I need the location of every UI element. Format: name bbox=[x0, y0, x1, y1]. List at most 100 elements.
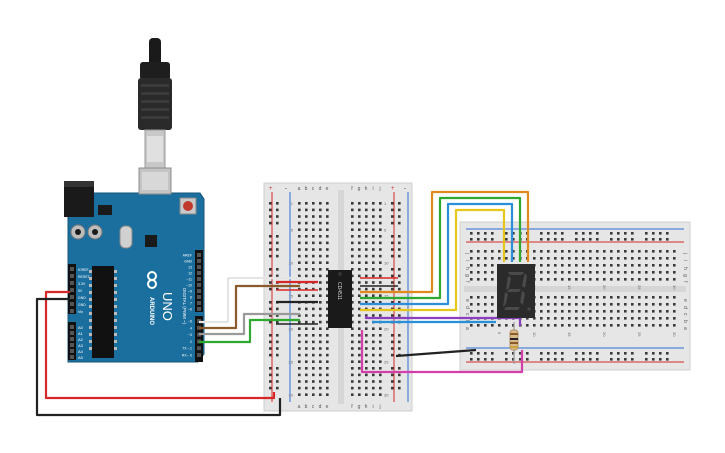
column-letter: h bbox=[682, 267, 688, 270]
column-letter: h bbox=[365, 186, 368, 192]
header-pin[interactable] bbox=[197, 353, 201, 357]
header-pin[interactable] bbox=[70, 355, 74, 359]
header-pin[interactable] bbox=[197, 271, 201, 275]
header-pin[interactable] bbox=[70, 343, 74, 347]
column-letter: c bbox=[464, 313, 470, 316]
digital-pin-label: 8 bbox=[190, 296, 192, 300]
row-number: 10 bbox=[532, 332, 537, 337]
power-pin-label: 3.3V bbox=[78, 282, 86, 286]
header-pin[interactable] bbox=[197, 307, 201, 311]
analog-pin-label: A4 bbox=[78, 349, 84, 354]
analog-pin-label: A1 bbox=[78, 331, 84, 336]
bb-main-minus-top-left: - bbox=[285, 186, 287, 192]
analog-pin-label: A5 bbox=[78, 355, 84, 360]
wire-gnd-black[interactable] bbox=[35, 297, 282, 417]
header-pin[interactable] bbox=[70, 325, 74, 329]
header-pin[interactable] bbox=[197, 295, 201, 299]
header-pin[interactable] bbox=[197, 265, 201, 269]
resistor[interactable] bbox=[509, 322, 519, 364]
arduino-model-text: UNO bbox=[160, 292, 175, 321]
header-pin[interactable] bbox=[197, 283, 201, 287]
column-letter: j bbox=[378, 186, 380, 192]
wire-ic-orange[interactable] bbox=[360, 190, 530, 294]
column-letter: f bbox=[351, 404, 353, 410]
row-number: 5 bbox=[384, 227, 387, 232]
cd4511-ic[interactable]: CD4511 bbox=[328, 270, 352, 328]
row-number: 25 bbox=[289, 359, 294, 364]
power-pin-label: Vin bbox=[78, 310, 83, 314]
header-pin[interactable] bbox=[70, 295, 74, 299]
column-letter: h bbox=[464, 267, 470, 270]
column-letter: b bbox=[305, 186, 308, 192]
header-pin[interactable] bbox=[70, 331, 74, 335]
digital-pin-label: GND bbox=[184, 260, 192, 264]
column-letter: c bbox=[312, 186, 315, 192]
bb-main-plus-top-right: + bbox=[391, 186, 395, 192]
digital-pin-label: 4 bbox=[190, 326, 192, 330]
column-letter: j bbox=[464, 252, 470, 254]
digital-header-label: DIGITAL (PWM ~) bbox=[182, 288, 187, 325]
atmega-pins-right bbox=[114, 270, 117, 350]
column-letter: i bbox=[682, 260, 688, 261]
analog-pin-label: A3 bbox=[78, 343, 84, 348]
digital-pin-label: RX←0 bbox=[182, 354, 192, 358]
analog-pin-label: A2 bbox=[78, 337, 84, 342]
wire-5v-red[interactable] bbox=[44, 290, 276, 400]
wire-digital-brown[interactable] bbox=[199, 284, 300, 330]
row-number: 20 bbox=[384, 326, 389, 331]
digital-pin-label: ~3 bbox=[188, 333, 192, 337]
wire-ic-yellow[interactable] bbox=[360, 208, 506, 312]
header-pin[interactable] bbox=[197, 301, 201, 305]
wires bbox=[35, 190, 530, 417]
header-pin[interactable] bbox=[197, 289, 201, 293]
wire-ic-blue[interactable] bbox=[360, 202, 514, 306]
bb-main-plus-top-left: + bbox=[269, 186, 273, 192]
header-pin[interactable] bbox=[197, 277, 201, 281]
digital-pin-label: 2 bbox=[190, 340, 192, 344]
header-pin[interactable] bbox=[70, 309, 74, 313]
wire-digital-gray[interactable] bbox=[199, 312, 300, 336]
row-number: 25 bbox=[384, 359, 389, 364]
ic-label: CD4511 bbox=[336, 282, 342, 300]
column-letter: i bbox=[372, 404, 373, 410]
arduino-logo-text: ARDUINO bbox=[148, 297, 154, 325]
wire-ic-magenta[interactable] bbox=[360, 330, 524, 374]
digital-pin-label: 7 bbox=[190, 302, 192, 306]
wire-ic-green[interactable] bbox=[360, 196, 522, 300]
wire-digital-green[interactable] bbox=[199, 318, 300, 344]
header-pin[interactable] bbox=[70, 281, 74, 285]
row-number: 20 bbox=[289, 326, 294, 331]
header-pin[interactable] bbox=[70, 302, 74, 306]
wire-gnd-bridge[interactable] bbox=[395, 348, 477, 358]
header-pin[interactable] bbox=[70, 349, 74, 353]
digital-pin-label: ~9 bbox=[188, 290, 192, 294]
seven-segment-display[interactable]: 8 bbox=[497, 264, 535, 318]
header-pin[interactable] bbox=[70, 274, 74, 278]
header-pin[interactable] bbox=[70, 267, 74, 271]
header-pin[interactable] bbox=[197, 259, 201, 263]
header-pin[interactable] bbox=[70, 337, 74, 341]
column-letter: d bbox=[319, 404, 322, 410]
digital-pin-label: 12 bbox=[188, 272, 192, 276]
row-number: 15 bbox=[567, 285, 572, 290]
header-pin[interactable] bbox=[70, 288, 74, 292]
header-pin[interactable] bbox=[197, 253, 201, 257]
power-pin-label: 5V bbox=[78, 289, 83, 293]
wire-ic-purple[interactable] bbox=[364, 316, 522, 326]
arduino-uno-board[interactable]: ARDUINO UNO DIGITAL (PWM ~) IOREFRESET3.… bbox=[64, 167, 205, 363]
usb-cable bbox=[138, 38, 172, 169]
column-letter: f bbox=[682, 281, 688, 283]
column-letter: g bbox=[464, 274, 470, 277]
row-number: 20 bbox=[602, 285, 607, 290]
row-number: 1 bbox=[384, 201, 387, 206]
atmega-chip bbox=[92, 266, 114, 358]
digital-pin-label: ~6 bbox=[188, 308, 192, 312]
digital-pin-label: ~11 bbox=[186, 278, 192, 282]
bb-main-minus-top-right: - bbox=[404, 186, 406, 192]
wire-digital-white-outline bbox=[199, 277, 300, 323]
header-pin[interactable] bbox=[197, 346, 201, 351]
digital-pin-label: 13 bbox=[188, 266, 192, 270]
